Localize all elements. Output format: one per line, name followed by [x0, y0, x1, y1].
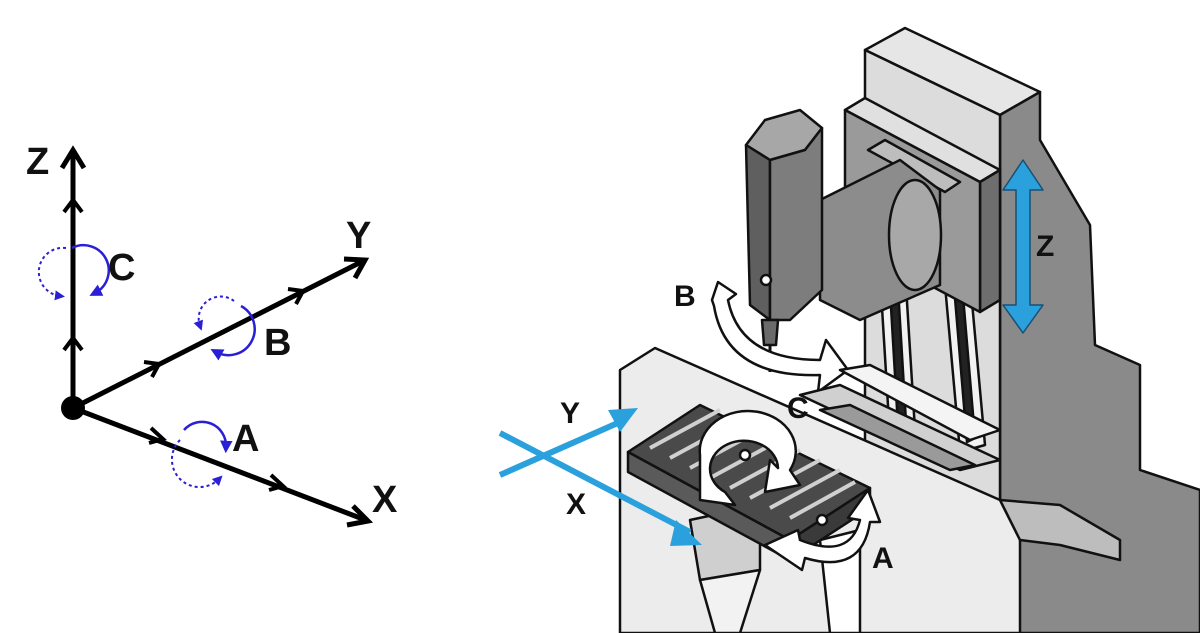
rotary-table — [626, 403, 872, 562]
machine-label-x: X — [566, 488, 586, 521]
machine-label-b: B — [674, 280, 696, 313]
z-linear-arrow — [1002, 159, 1044, 334]
machine-diagram: Z Y X B C A — [498, 26, 1200, 633]
axis-label-z: Z — [26, 141, 49, 183]
z-axis — [59, 145, 87, 408]
rotation-label-c: C — [108, 247, 135, 289]
spindle-housing — [818, 158, 943, 322]
rotation-label-a: A — [232, 418, 259, 460]
machine-label-z: Z — [1036, 230, 1054, 263]
c-rotation-arrow — [698, 409, 802, 507]
axes-diagram: Z Y X C B A — [26, 141, 398, 528]
axis-label-y: Y — [346, 215, 371, 257]
rotation-b-arrow — [193, 295, 256, 361]
rotation-a-arrow — [170, 420, 233, 489]
x-linear-arrow — [498, 430, 702, 546]
tool-head — [744, 108, 824, 372]
machine-label-a: A — [872, 542, 894, 575]
b-rotation-arrow — [710, 280, 850, 394]
rotation-label-b: B — [264, 322, 291, 364]
x-axis — [72, 405, 374, 528]
y-axis — [71, 256, 370, 411]
machine-label-c: C — [787, 392, 809, 425]
machine-label-y: Y — [560, 397, 580, 430]
y-linear-arrow — [498, 408, 638, 478]
origin-point — [61, 396, 85, 420]
axis-label-x: X — [372, 479, 398, 521]
rotation-c-arrow — [37, 243, 110, 301]
a-rotation-arrow — [763, 488, 882, 572]
